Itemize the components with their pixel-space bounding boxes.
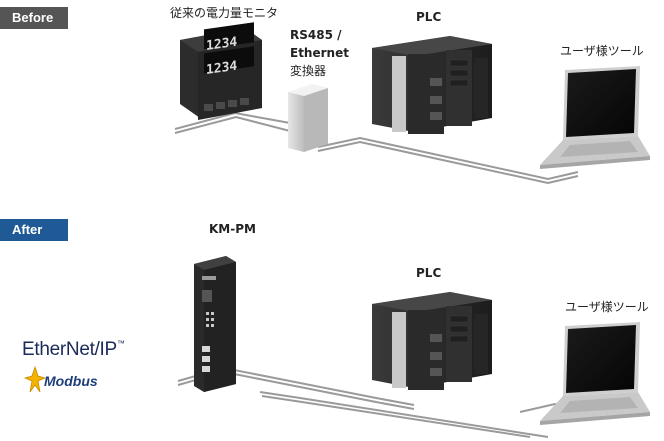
- cable-plc-to-laptop-2: [261, 395, 531, 438]
- cable-meter-to-converter-2: [174, 115, 291, 134]
- kmpm-ethernet-port: [202, 290, 212, 302]
- plc-label-before: PLC: [416, 10, 442, 24]
- converter-label-line-3: 変換器: [290, 64, 327, 78]
- ethernet-ip-logo-text: EtherNet/IP: [22, 339, 117, 360]
- plc-before-front-panel: [392, 56, 406, 132]
- laptop-after: [540, 322, 650, 425]
- cable-plc-to-laptop: [259, 391, 549, 438]
- legacy-power-meter: 1234 1234: [180, 22, 262, 120]
- modbus-logo: Modbus: [24, 366, 120, 396]
- rs485-ethernet-converter: [288, 84, 328, 152]
- legacy-meter-label: 従来の電力量モニタ: [170, 6, 279, 20]
- laptop-after-keyboard: [560, 397, 638, 413]
- plc-after-front-panel: [392, 312, 406, 388]
- converter-label-line-1: RS485 /: [290, 28, 342, 42]
- meter-display-bottom: 1234: [206, 59, 237, 78]
- after-badge: After: [0, 219, 68, 241]
- laptop-before-keyboard: [560, 141, 638, 157]
- kmpm-label: KM-PM: [209, 222, 256, 236]
- laptop-before: [540, 66, 650, 169]
- cable-converter-to-plc-laptop: [317, 136, 579, 181]
- plc-before: [372, 36, 492, 134]
- plc-label-after: PLC: [416, 266, 442, 280]
- user-tool-label-after: ユーザ様ツール: [565, 300, 649, 314]
- user-tool-label-before: ユーザ様ツール: [560, 44, 644, 58]
- meter-display-top: 1234: [206, 35, 237, 54]
- modbus-logo-text: Modbus: [44, 373, 98, 389]
- ethernet-ip-logo-tm: ™: [116, 339, 125, 348]
- laptop-before-screen: [566, 69, 636, 137]
- ethernet-ip-logo: EtherNet/IP™: [22, 339, 125, 361]
- before-badge: Before: [0, 7, 68, 29]
- meter-buttons: [204, 98, 249, 111]
- before-cables: [174, 111, 579, 185]
- modbus-star-icon: [24, 366, 46, 393]
- laptop-after-screen: [566, 325, 636, 393]
- cable-converter-to-plc-laptop-2: [317, 140, 579, 185]
- kmpm-device: [194, 256, 236, 392]
- plc-after: [372, 292, 492, 390]
- converter-label-line-2: Ethernet: [290, 46, 349, 60]
